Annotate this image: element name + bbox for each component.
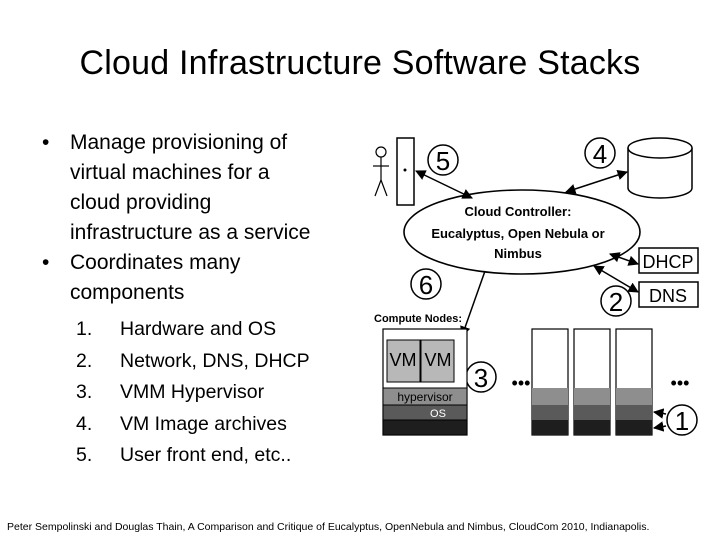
- svg-text:1: 1: [675, 406, 689, 436]
- item-text: Network, DNS, DHCP: [120, 349, 310, 372]
- item-text: Hardware and OS: [120, 318, 277, 340]
- svg-text:2: 2: [609, 287, 623, 317]
- svg-text:3: 3: [474, 363, 488, 393]
- ellipsis-dots: •••: [512, 373, 531, 393]
- controller-label-3: Nimbus: [494, 246, 542, 261]
- bullet-list: • Manage provisioning of virtual machine…: [40, 128, 370, 308]
- arrow-controller-compute: [460, 270, 486, 337]
- vm-label: VM: [425, 350, 452, 370]
- numbered-item: 3. VMM Hypervisor: [76, 377, 310, 409]
- bullet-line: components: [70, 281, 185, 304]
- step-2-marker: 2: [600, 285, 632, 317]
- arrow-controller-dhcp: [609, 252, 639, 266]
- step-4-marker: 4: [584, 137, 616, 169]
- controller-label-1: Cloud Controller:: [465, 204, 572, 219]
- compute-node-main: VM VM hypervisor OS: [382, 328, 468, 436]
- numbered-item: 4. VM Image archives: [76, 409, 310, 441]
- step-5-marker: 5: [427, 144, 459, 176]
- hypervisor-label: hypervisor: [397, 390, 452, 404]
- user-terminal-box: [396, 137, 415, 206]
- arrow-hardware-2: [652, 421, 667, 432]
- step-1-marker: 1: [666, 404, 698, 436]
- arrow-controller-archive: [565, 169, 628, 195]
- controller-label-2: Eucalyptus, Open Nebula or: [431, 226, 604, 241]
- bullet-line: Coordinates many: [70, 251, 241, 274]
- bullet-marker: •: [42, 251, 50, 274]
- item-number: 3.: [76, 381, 93, 403]
- item-number: 2.: [76, 349, 93, 372]
- dns-label: DNS: [649, 286, 687, 306]
- step-6-marker: 6: [410, 268, 442, 300]
- numbered-item: 1. Hardware and OS: [76, 314, 310, 346]
- citation-footer: Peter Sempolinski and Douglas Thain, A C…: [7, 521, 650, 533]
- item-number: 4.: [76, 412, 93, 435]
- compute-node-group: [531, 328, 653, 436]
- arrow-user-controller: [415, 170, 473, 199]
- image-archive-disk-icon: [627, 137, 693, 199]
- terminal-dot: [403, 168, 407, 172]
- arrow-hardware: [652, 408, 667, 419]
- dhcp-box: [638, 247, 699, 274]
- vm-label: VM: [390, 350, 417, 370]
- bullet-item: • Manage provisioning of virtual machine…: [40, 128, 370, 248]
- item-text: VM Image archives: [120, 412, 287, 435]
- arrow-controller-dns: [593, 265, 639, 293]
- os-label: OS: [430, 408, 446, 420]
- dhcp-label: DHCP: [642, 252, 693, 272]
- bullet-line: infrastructure as a service: [70, 221, 311, 244]
- numbered-item: 5. User front end, etc..: [76, 440, 310, 472]
- numbered-list: 1. Hardware and OS 2. Network, DNS, DHCP…: [76, 314, 310, 472]
- ellipsis-dots: •••: [671, 373, 690, 393]
- item-number: 1.: [76, 318, 93, 340]
- bullet-marker: •: [42, 131, 50, 154]
- item-number: 5.: [76, 444, 93, 466]
- cloud-controller: [403, 189, 641, 275]
- bullet-line: virtual machines for a: [70, 161, 270, 184]
- compute-nodes-label: Compute Nodes:: [374, 313, 462, 325]
- numbered-item: 2. Network, DNS, DHCP: [76, 346, 310, 378]
- user-icon: [373, 146, 389, 197]
- bullet-line: Manage provisioning of: [70, 131, 288, 154]
- item-text: VMM Hypervisor: [120, 381, 265, 403]
- slide-title: Cloud Infrastructure Software Stacks: [79, 44, 641, 82]
- svg-text:4: 4: [593, 139, 607, 169]
- bullet-line: cloud providing: [70, 191, 212, 214]
- dns-box: [638, 281, 699, 308]
- item-text: User front end, etc..: [120, 444, 292, 466]
- svg-text:5: 5: [436, 146, 450, 176]
- step-3-marker: 3: [465, 361, 497, 393]
- svg-text:6: 6: [419, 270, 433, 300]
- bullet-item: • Coordinates many components: [40, 248, 370, 308]
